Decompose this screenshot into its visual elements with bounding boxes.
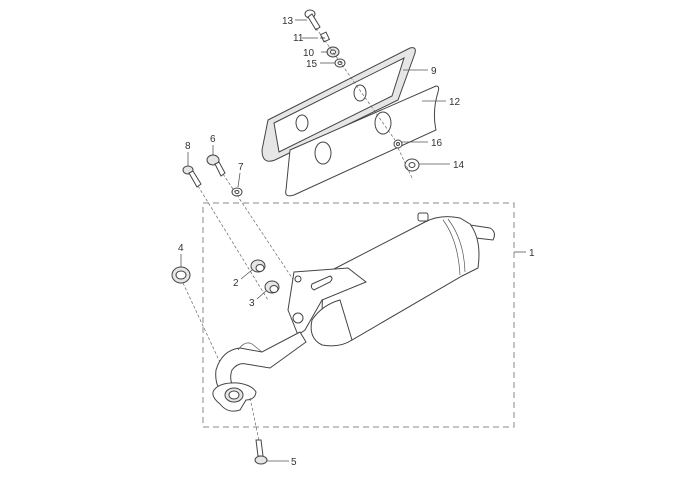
callout-1: 1 <box>529 248 535 259</box>
callout-11: 11 <box>293 33 304 44</box>
callout-5: 5 <box>291 457 297 468</box>
heat-shield-inner <box>261 47 416 162</box>
callout-8: 8 <box>185 141 191 152</box>
callout-10: 10 <box>303 48 315 59</box>
assembly-boundary-box <box>202 202 515 428</box>
collar-2-icon <box>250 259 266 273</box>
callout-4: 4 <box>178 243 184 254</box>
bolt-13-icon <box>304 9 321 31</box>
washer-7-icon <box>231 187 243 197</box>
callout-labels: 1 2 3 4 5 6 7 8 9 10 11 12 13 14 15 16 <box>178 16 535 468</box>
bolt-6-icon <box>206 154 226 177</box>
callout-15: 15 <box>306 59 318 70</box>
washer-15-icon <box>334 58 346 68</box>
bolt-8-icon <box>182 165 202 188</box>
callout-14: 14 <box>453 160 465 171</box>
callout-16: 16 <box>431 138 443 149</box>
collar-3-icon <box>264 280 280 294</box>
callout-2: 2 <box>233 278 239 289</box>
leader-lines <box>180 19 526 462</box>
callout-13: 13 <box>282 16 294 27</box>
nut-16-icon <box>393 139 403 149</box>
callout-7: 7 <box>238 162 244 173</box>
callout-6: 6 <box>210 134 216 145</box>
muffler-assembly <box>212 212 495 412</box>
washer-14-icon <box>404 158 420 172</box>
callout-12: 12 <box>449 97 461 108</box>
heat-shield-outer <box>285 85 440 197</box>
callout-3: 3 <box>249 298 255 309</box>
callout-9: 9 <box>431 66 437 77</box>
gasket-4-icon <box>171 266 191 284</box>
nut-10-icon <box>326 46 340 58</box>
bolt-5-icon <box>254 439 268 465</box>
